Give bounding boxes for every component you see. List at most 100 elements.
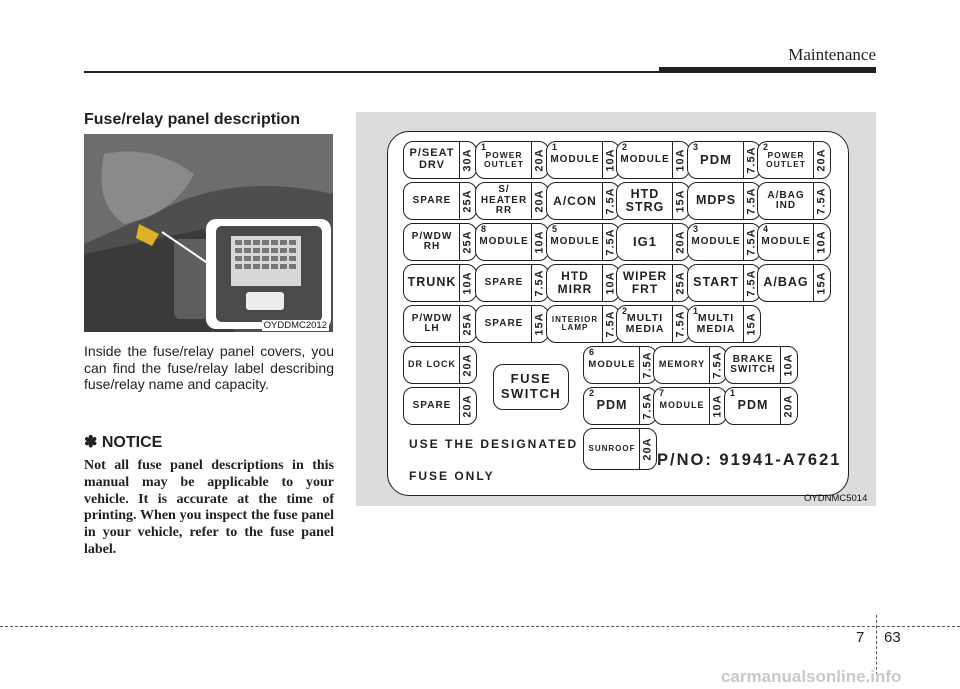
fuse-name: A/CON (547, 183, 603, 219)
fuse-rating-text: 10A (712, 394, 724, 417)
fuse-slot: HTD STRG15A (616, 182, 690, 220)
fuse-rating-text: 10A (534, 230, 546, 253)
fuse-rating-text: 20A (642, 437, 654, 460)
watermark: carmanualsonline.info (721, 667, 901, 687)
fuse-index: 3 (693, 224, 698, 234)
fuse-slot: MEMORY7.5A (653, 346, 727, 384)
fuse-rating: 25A (459, 306, 476, 342)
fuse-index: 1 (481, 142, 486, 152)
fuse-rating-text: 20A (783, 394, 795, 417)
fuse-slot: PDM27.5A (583, 387, 657, 425)
fuse-name: P/WDW RH (404, 224, 460, 260)
panel-note-line2: FUSE ONLY (409, 469, 495, 483)
fuse-switch: FUSE SWITCH (493, 364, 569, 410)
fuse-rating-text: 20A (462, 394, 474, 417)
fuse-rating-text: 25A (462, 230, 474, 253)
photo-code: OYDDMC2012 (262, 320, 329, 331)
fuse-name: MDPS (688, 183, 744, 219)
fuse-rating: 20A (459, 388, 476, 424)
fuse-index: 6 (589, 347, 594, 357)
fuse-slot: SPARE20A (403, 387, 477, 425)
fuse-rating: 30A (459, 142, 476, 178)
fuse-index: 5 (552, 224, 557, 234)
fuse-name: SUNROOF (584, 429, 640, 469)
fuse-index: 1 (730, 388, 735, 398)
fuse-slot: SUNROOF20A (583, 428, 657, 470)
fuse-rating-text: 30A (462, 148, 474, 171)
fuse-rating: 20A (780, 388, 797, 424)
fuse-slot: TRUNK10A (403, 264, 477, 302)
fuse-rating-text: 10A (675, 148, 687, 171)
fuse-name: INTERIOR LAMP (547, 306, 603, 342)
fuse-rating: 20A (639, 429, 656, 469)
fuse-name: MEMORY (654, 347, 710, 383)
fuse-rating-text: 7.5A (712, 351, 724, 378)
fuse-rating-text: 25A (462, 189, 474, 212)
fuse-name: SPARE (404, 388, 460, 424)
fuse-name: P/SEAT DRV (404, 142, 460, 178)
fuse-name: HTD STRG (617, 183, 673, 219)
figure-code: OYDNMC5014 (804, 493, 867, 504)
fuse-rating-text: 20A (816, 148, 828, 171)
fuse-name: HTD MIRR (547, 265, 603, 301)
fuse-index: 1 (693, 306, 698, 316)
fuse-index: 2 (622, 142, 627, 152)
fuse-name: WIPER FRT (617, 265, 673, 301)
fuse-rating-text: 15A (746, 312, 758, 335)
fuse-rating-text: 15A (534, 312, 546, 335)
fuse-slot: MODULE110A (546, 141, 620, 179)
header-rule (84, 71, 659, 73)
fuse-rating: 10A (780, 347, 797, 383)
page-number: 63 (884, 629, 901, 646)
fuse-index: 2 (763, 142, 768, 152)
fuse-rating-text: 15A (675, 189, 687, 212)
fuse-index: 1 (552, 142, 557, 152)
fuse-slot: P/WDW RH25A (403, 223, 477, 261)
fuse-rating: 20A (813, 142, 830, 178)
fuse-rating: 20A (459, 347, 476, 383)
fuse-name: A/BAG (758, 265, 814, 301)
fuse-rating-text: 10A (462, 271, 474, 294)
fuse-slot: MODULE710A (653, 387, 727, 425)
fuse-rating-text: 20A (534, 189, 546, 212)
fuse-index: 7 (659, 388, 664, 398)
panel-note-line1: USE THE DESIGNATED (409, 437, 578, 451)
fuse-rating: 10A (459, 265, 476, 301)
fuse-name: SPARE (404, 183, 460, 219)
fuse-rating-text: 7.5A (816, 187, 828, 214)
fuse-name: A/BAG IND (758, 183, 814, 219)
fuse-rating: 15A (813, 265, 830, 301)
fuse-index: 3 (693, 142, 698, 152)
fuse-name: S/ HEATER RR (476, 183, 532, 219)
fuse-slot: SPARE25A (403, 182, 477, 220)
fuse-rating: 10A (813, 224, 830, 260)
fuse-slot: WIPER FRT25A (616, 264, 690, 302)
chapter-number: 7 (856, 629, 864, 646)
fuse-name: SPARE (476, 265, 532, 301)
fuse-slot: PDM37.5A (687, 141, 761, 179)
notice-heading: ✽ NOTICE (84, 432, 162, 452)
fuse-rating-text: 20A (675, 230, 687, 253)
dashboard-illustration (84, 134, 333, 332)
fuse-name: START (688, 265, 744, 301)
section-heading: Fuse/relay panel description (84, 111, 300, 129)
fuse-index: 4 (763, 224, 768, 234)
fuse-rating: 15A (743, 306, 760, 342)
fuse-index: 8 (481, 224, 486, 234)
